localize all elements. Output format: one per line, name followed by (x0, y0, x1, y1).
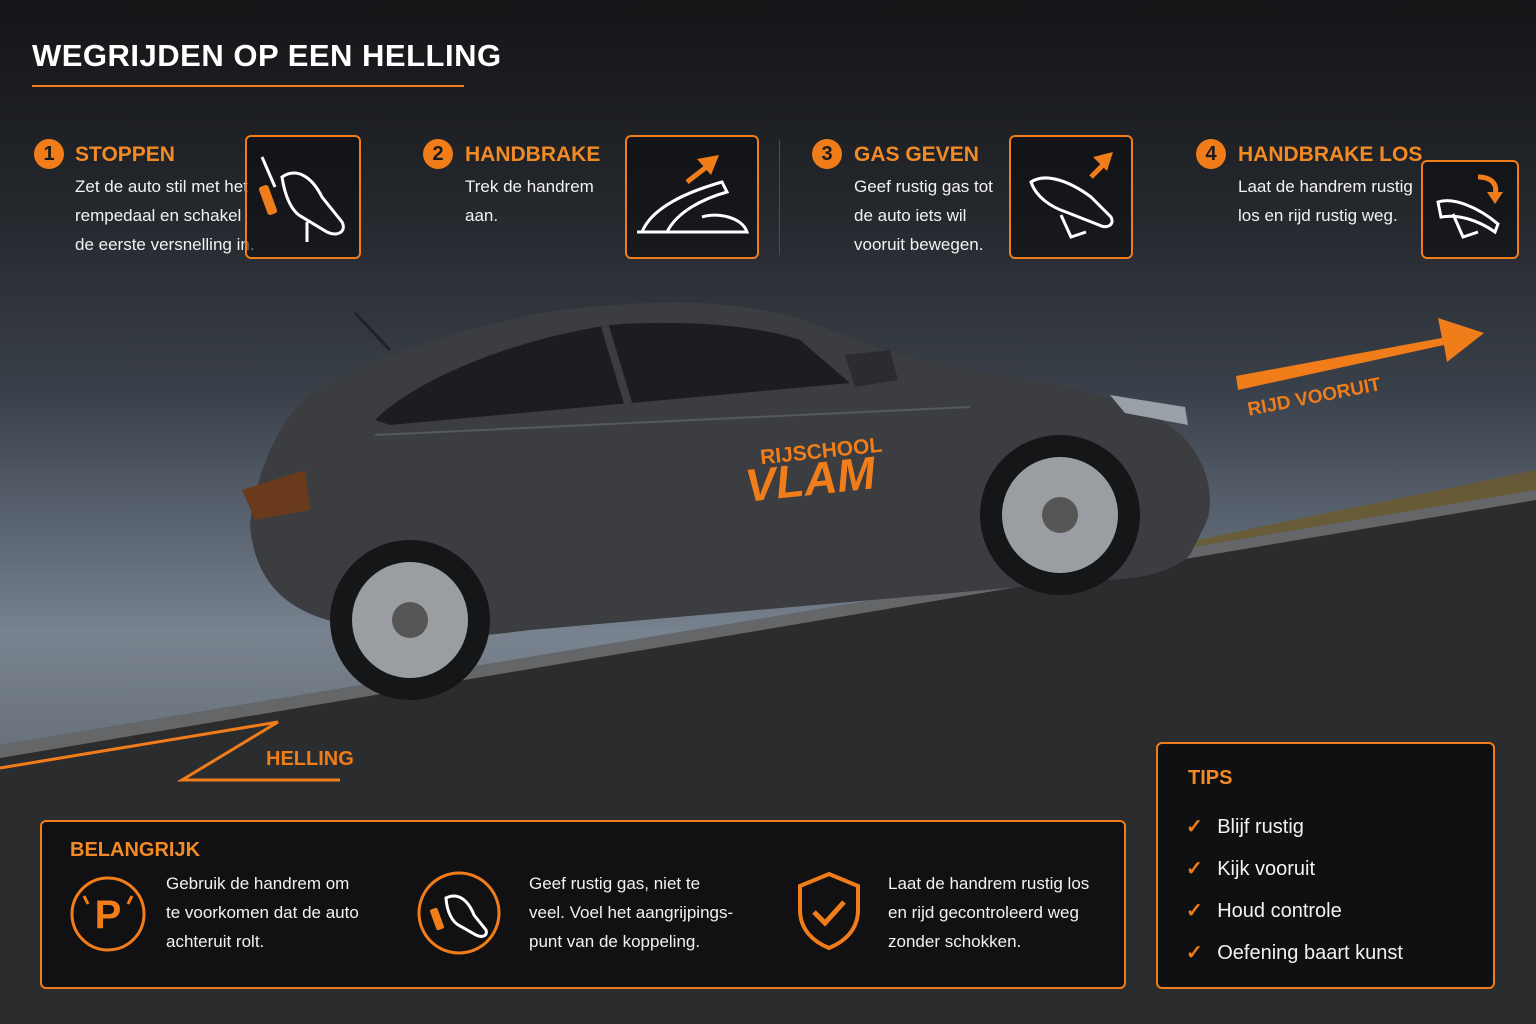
svg-text:P: P (95, 893, 122, 937)
check-icon: ✓ (1186, 858, 1203, 880)
tips-title: TIPS (1188, 767, 1233, 789)
shield-check-icon (798, 871, 860, 951)
step-title: STOPPEN (75, 143, 175, 166)
step-number: 2 (423, 139, 453, 169)
car-illustration (242, 302, 1210, 700)
step-title: HANDBRAKE (465, 143, 601, 166)
step-number: 3 (812, 139, 842, 169)
check-icon: ✓ (1186, 900, 1203, 922)
accelerator-pedal-icon (1009, 135, 1133, 259)
step-number: 4 (1196, 139, 1226, 169)
tip-item: ✓ Blijf rustig (1186, 816, 1304, 838)
check-icon: ✓ (1186, 816, 1203, 838)
important-title: BELANGRIJK (70, 839, 201, 861)
page-title: WEGRIJDEN OP EEN HELLING (32, 38, 502, 73)
slope-label: HELLING (266, 748, 354, 770)
important-panel (40, 820, 1126, 989)
check-icon: ✓ (1186, 942, 1203, 964)
tip-item: ✓ Oefening baart kunst (1186, 942, 1403, 964)
step-title: HANDBRAKE LOS (1238, 143, 1423, 166)
tip-item: ✓ Houd controle (1186, 900, 1342, 922)
title-underline (32, 85, 464, 87)
step-number: 1 (34, 139, 64, 169)
parking-brake-icon: P (70, 876, 146, 952)
handbrake-release-icon (1421, 160, 1519, 259)
tip-item: ✓ Kijk vooruit (1186, 858, 1316, 880)
pedal-foot-icon (417, 871, 501, 955)
step-title: GAS GEVEN (854, 143, 979, 166)
step-divider (779, 140, 780, 255)
tips-panel (1156, 742, 1495, 989)
brake-pedal-icon (245, 135, 361, 259)
handbrake-pull-icon (625, 135, 759, 259)
